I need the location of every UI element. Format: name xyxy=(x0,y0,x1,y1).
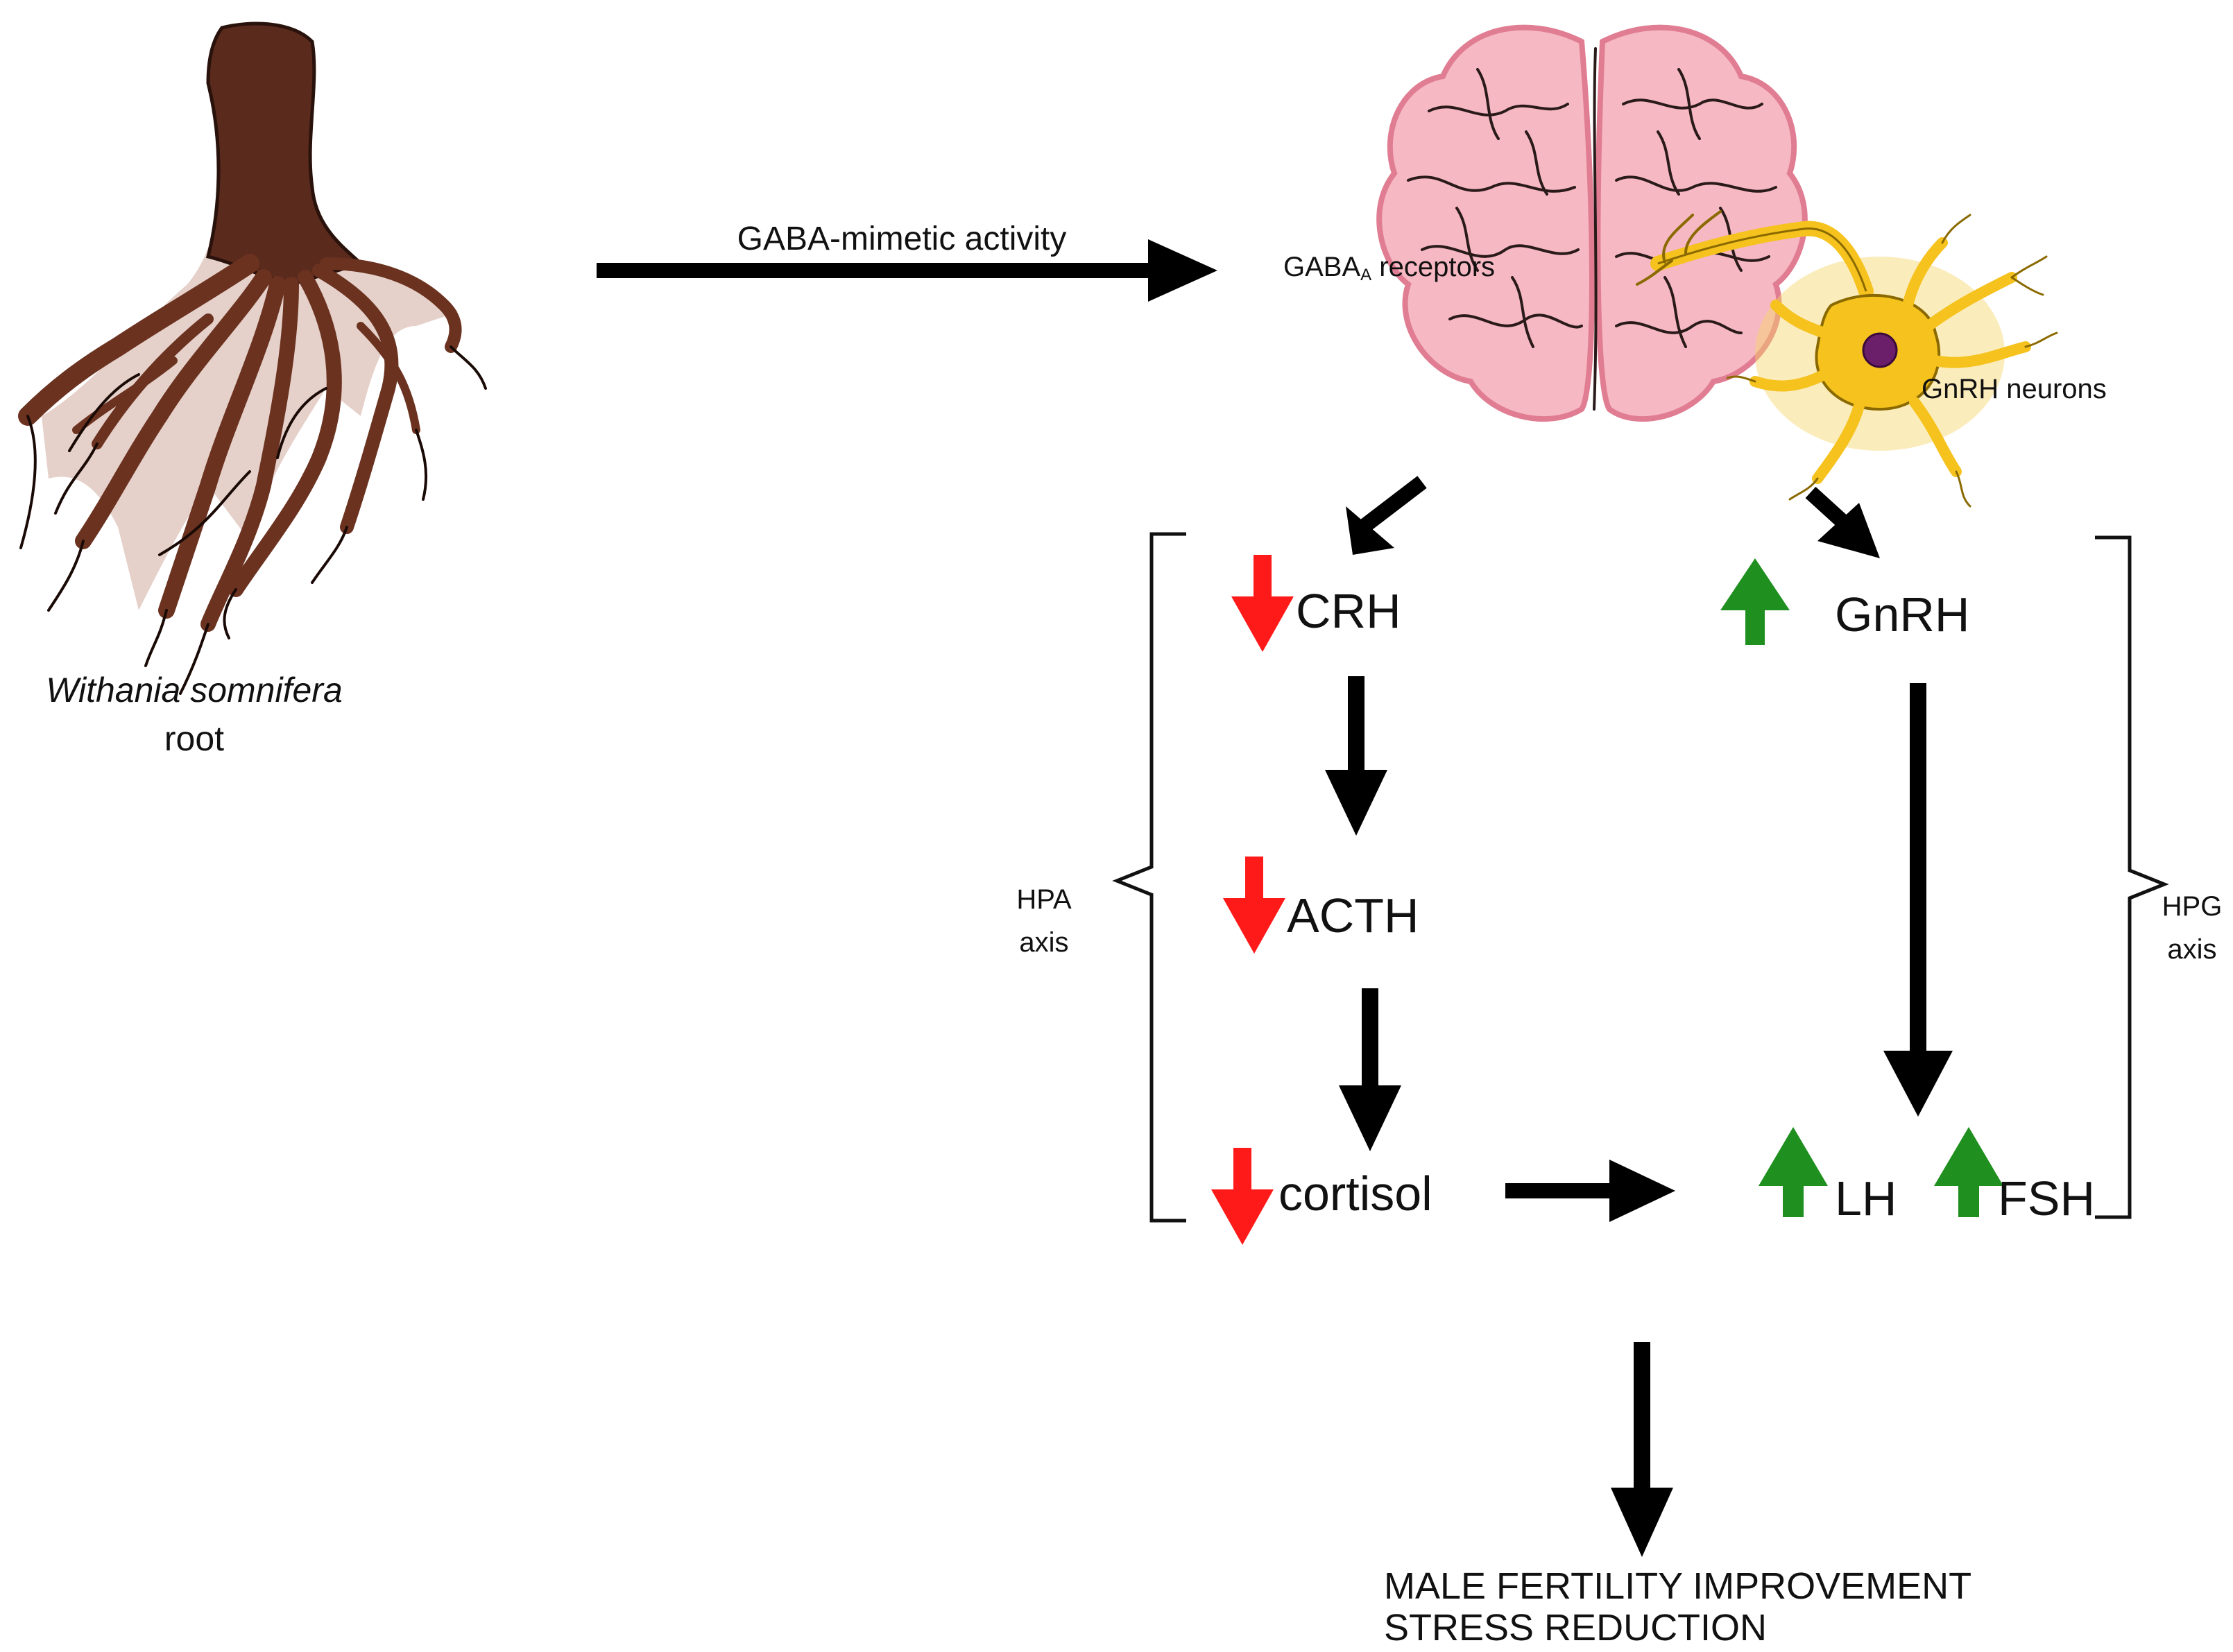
red-down-arrow-icon xyxy=(1231,555,1294,652)
withania-root-illustration xyxy=(18,21,487,695)
outcome-line2: STRESS REDUCTION xyxy=(1384,1607,1767,1649)
hpg-bracket xyxy=(2095,535,2169,1219)
brain-to-crh-arrow xyxy=(1346,476,1427,555)
gaba-mimetic-label: GABA-mimetic activity xyxy=(737,221,1067,257)
gaba-receptor-suffix: receptors xyxy=(1371,252,1495,282)
gnrh-neuron-illustration xyxy=(1636,210,2058,508)
gnrh-neurons-label: GnRH neurons xyxy=(1922,374,2107,404)
brain-to-gnrh-arrow xyxy=(1805,486,1880,558)
hpa-bracket xyxy=(1112,532,1186,1223)
gaba-mimetic-arrow xyxy=(597,239,1217,302)
outcome-arrow xyxy=(1611,1342,1673,1557)
green-up-arrow-icon xyxy=(1934,1127,2003,1217)
red-down-arrow-icon xyxy=(1223,857,1285,954)
cortisol-label: cortisol xyxy=(1278,1167,1432,1221)
brain-illustration xyxy=(1376,24,1808,422)
outcome-line1: MALE FERTILITY IMPROVEMENT xyxy=(1384,1565,1971,1607)
hpg-axis-label-line1: HPG xyxy=(2162,891,2223,922)
red-down-arrow-icon xyxy=(1211,1148,1274,1245)
crh-to-acth-arrow xyxy=(1325,676,1387,836)
gaba-receptor-main: GABA xyxy=(1283,252,1360,282)
acth-label: ACTH xyxy=(1287,888,1419,943)
gnrh-to-lh-arrow xyxy=(1883,683,1953,1117)
hpa-axis-label-line1: HPA xyxy=(1016,884,1072,915)
gaba-receptor-label: GABAA receptors xyxy=(1283,252,1495,284)
root-part-label: root xyxy=(164,719,224,758)
crh-label: CRH xyxy=(1296,584,1401,638)
fsh-label: FSH xyxy=(1998,1171,2095,1225)
green-up-arrow-icon xyxy=(1720,558,1790,645)
lh-label: LH xyxy=(1835,1171,1897,1225)
acth-to-cortisol-arrow xyxy=(1339,988,1401,1151)
gnrh-label: GnRH xyxy=(1835,587,1969,642)
cortisol-to-lh-arrow xyxy=(1505,1160,1675,1222)
green-up-arrow-icon xyxy=(1759,1127,1828,1217)
hpa-axis-label-line2: axis xyxy=(1019,927,1068,958)
gaba-receptor-subscript: A xyxy=(1360,266,1371,284)
hpg-axis-label-line2: axis xyxy=(2167,934,2216,965)
root-species-label: Withania somnifera xyxy=(46,671,343,709)
